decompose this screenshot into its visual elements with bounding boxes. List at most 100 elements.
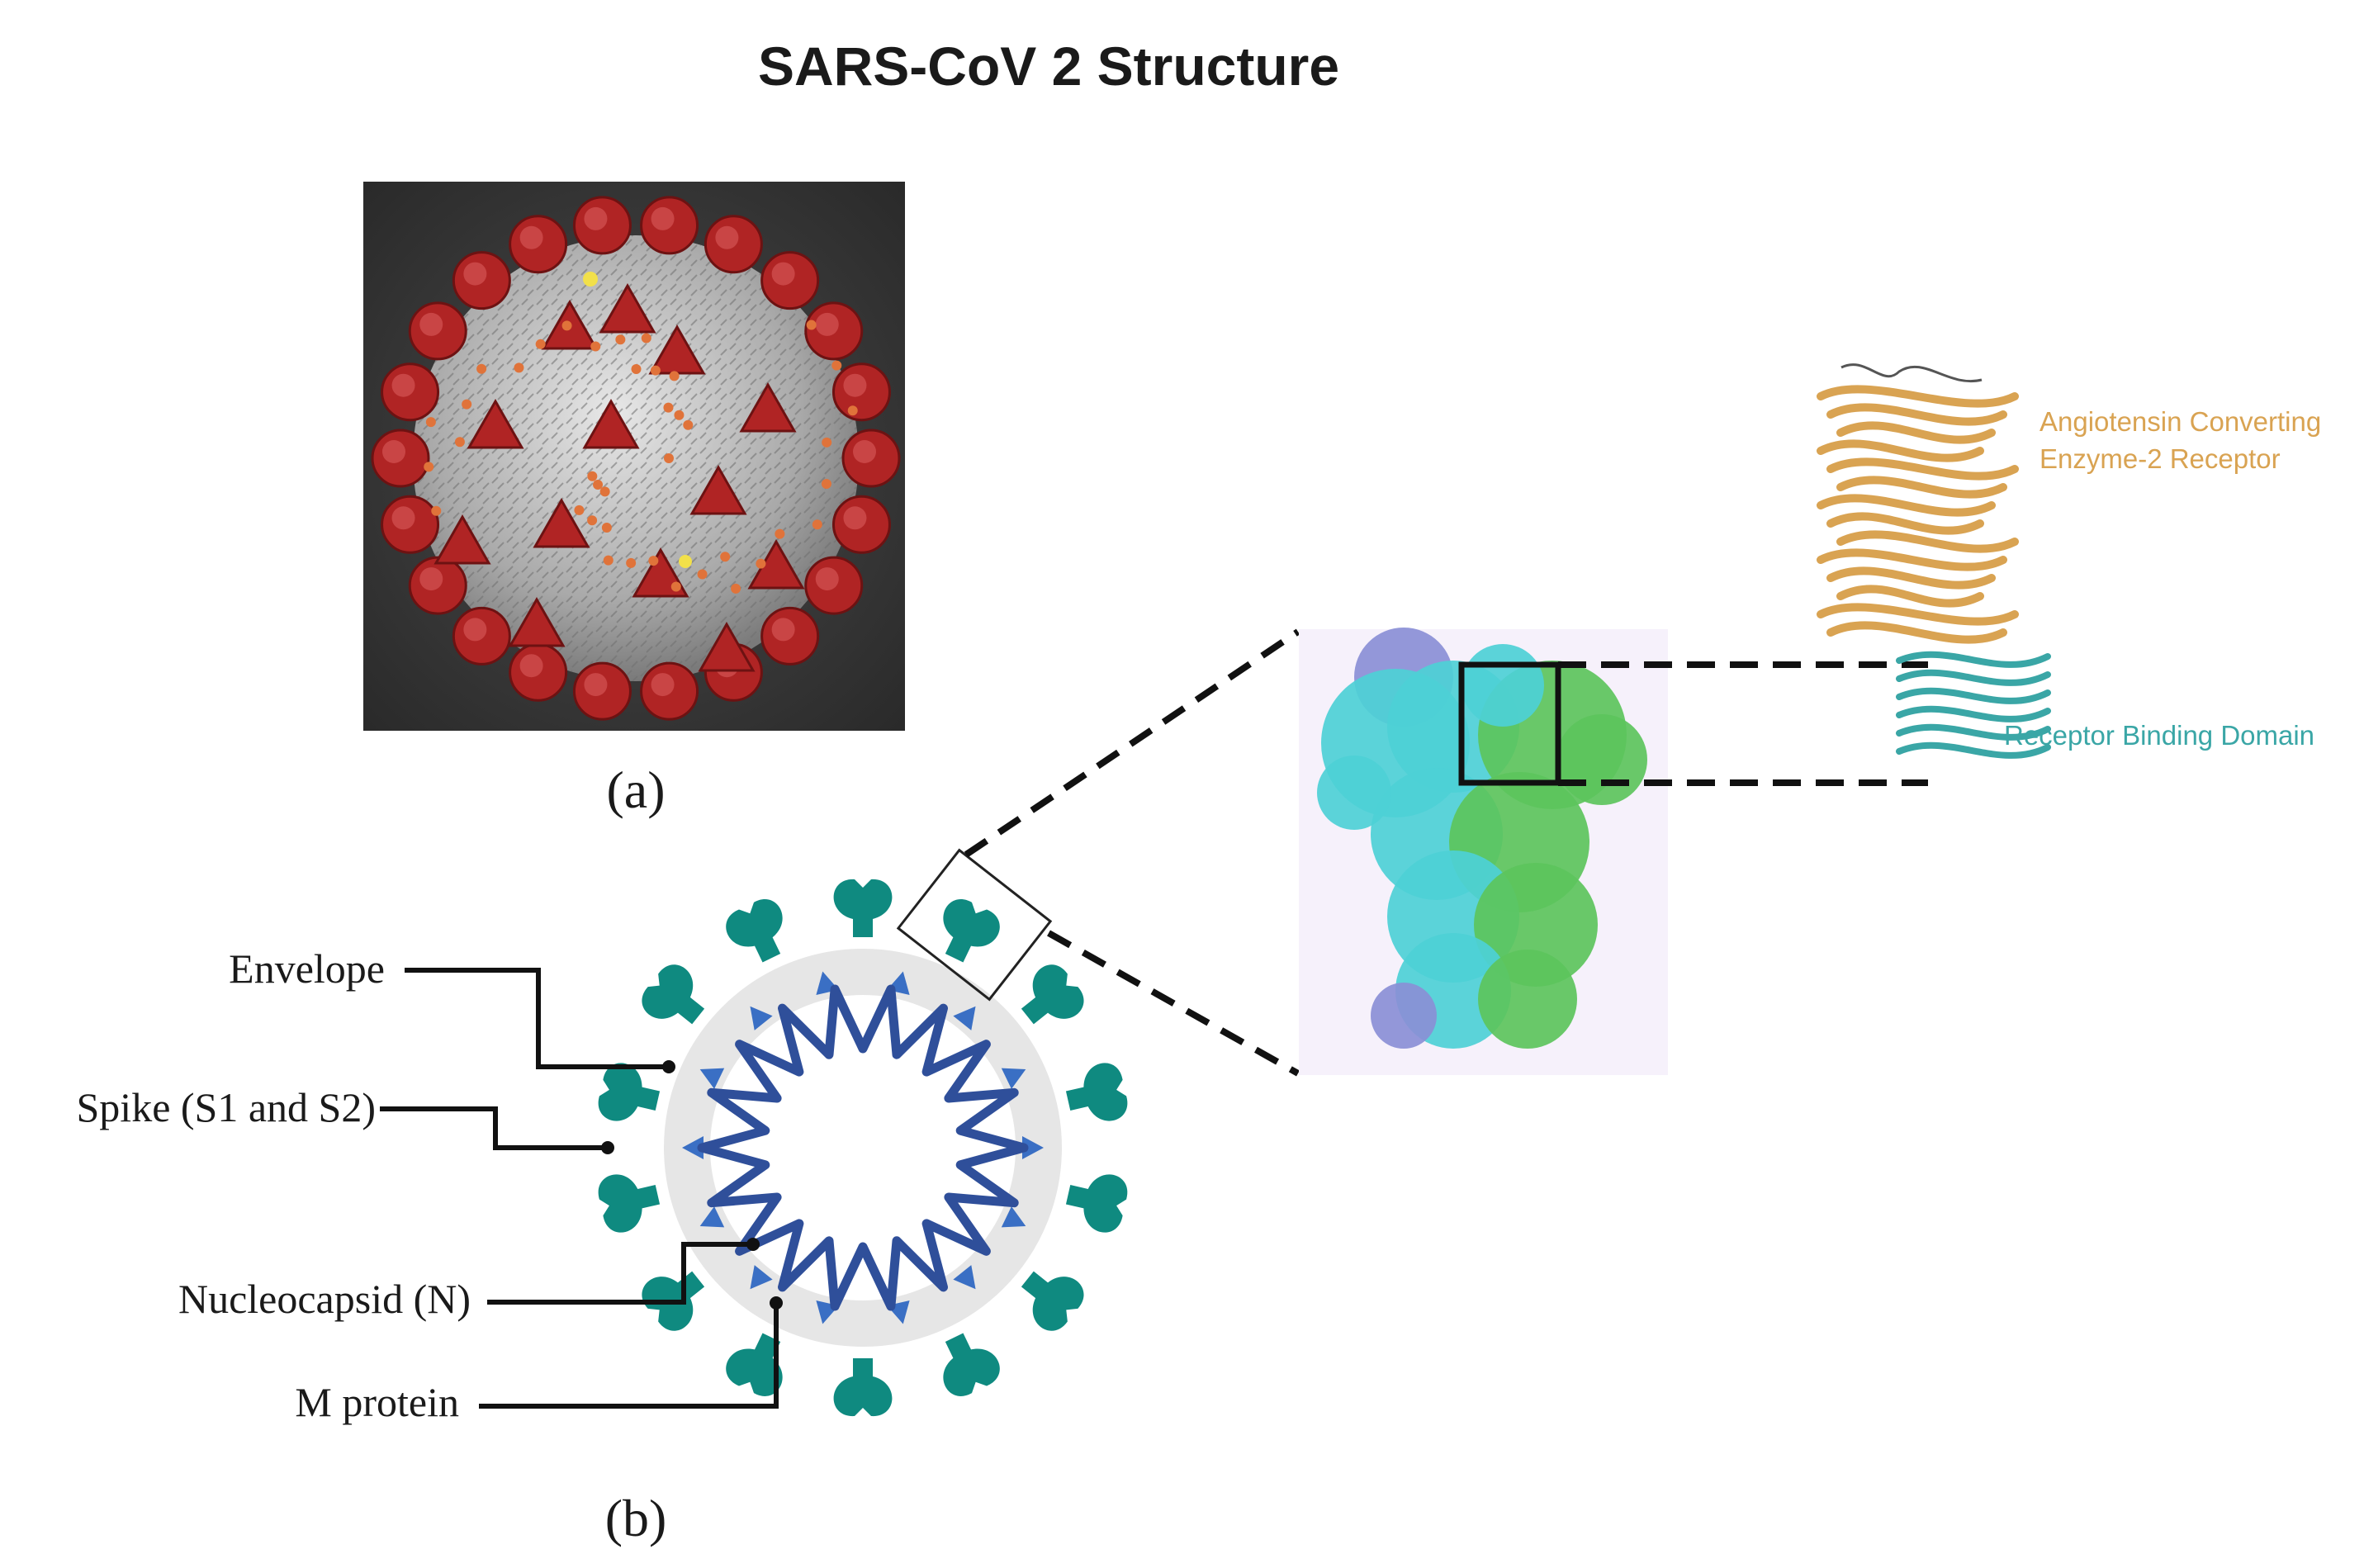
ace2-helix	[1836, 476, 2007, 499]
diagram-title: SARS-CoV 2 Structure	[758, 36, 1339, 97]
rbd-strand	[1896, 651, 2051, 668]
virion-rim-spike-highlight	[771, 618, 795, 642]
virion-yellow-dot	[679, 555, 692, 568]
virion-envelope-protein-dot	[425, 417, 436, 428]
virion-rim-spike-highlight	[519, 225, 543, 249]
trimer-domain	[1371, 983, 1437, 1049]
rbd-structure	[1896, 651, 2051, 759]
m-protein	[699, 1206, 725, 1228]
ace2-helix	[1826, 457, 2019, 481]
virion-envelope-protein-dot	[697, 569, 708, 580]
m-protein	[1001, 1068, 1026, 1089]
virion-envelope-protein-dot	[669, 371, 680, 381]
envelope-leader	[405, 968, 669, 1069]
spike-protein	[1021, 1271, 1084, 1331]
virion-face-spike	[698, 621, 756, 672]
virion-rim-spike-highlight	[843, 373, 867, 397]
trimer-domain	[1317, 756, 1391, 830]
rbd-highlight-box	[1458, 661, 1561, 786]
virion-envelope-protein-dot	[615, 334, 626, 345]
spike-protein-group	[598, 879, 1128, 1417]
m-protein	[953, 1006, 976, 1030]
rbd-strand	[1896, 669, 2051, 686]
ace2-helix	[1826, 403, 2007, 426]
spike-protein	[642, 964, 705, 1025]
virion-envelope-protein-dot	[587, 515, 598, 526]
ace2-helix	[1826, 566, 1996, 590]
virion-rim-spike-highlight	[391, 373, 415, 397]
m-protein-leader-dot	[770, 1296, 783, 1310]
zoom-line-top	[964, 628, 1300, 858]
spike-protein	[833, 1358, 893, 1417]
virion-rim-spike-highlight	[651, 206, 675, 230]
virion-envelope-protein-dot	[535, 339, 546, 349]
spike-protein	[833, 879, 893, 937]
virion-envelope-protein-dot	[663, 402, 674, 413]
virion-envelope-protein-dot	[454, 437, 465, 448]
m-protein	[682, 1136, 704, 1159]
virion-envelope-protein-dot	[631, 364, 642, 375]
m-protein	[699, 1068, 725, 1089]
m-protein	[1022, 1136, 1044, 1159]
trimer-domain	[1556, 714, 1647, 805]
m-protein-group	[682, 971, 1044, 1324]
rbd-label: Receptor Binding Domain	[2004, 720, 2314, 751]
virion-surface-texture	[413, 235, 859, 681]
m-protein	[750, 1006, 773, 1030]
virion-spike-group	[371, 196, 901, 721]
spike-protein	[943, 1333, 1000, 1396]
virion-envelope-protein-dot	[514, 362, 524, 373]
virion-envelope-protein-dot	[593, 479, 604, 490]
virion-envelope-protein-dot	[587, 471, 598, 481]
spike-label: Spike (S1 and S2)	[77, 1084, 377, 1130]
virion-rim-spike-highlight	[463, 262, 487, 286]
rbd-strand	[1896, 723, 2051, 741]
nucleocapsid-label: Nucleocapsid (N)	[178, 1276, 471, 1322]
virion-envelope-protein-dot	[424, 462, 434, 472]
envelope-label: Envelope	[229, 945, 385, 992]
zoom-line-bottom	[1047, 930, 1300, 1077]
spike-protein	[598, 1174, 661, 1233]
virion-envelope-protein-dot	[683, 419, 694, 430]
spike-protein	[642, 1271, 705, 1331]
virion-envelope-protein-dot	[822, 437, 832, 448]
virion-envelope-protein-dot	[476, 363, 487, 374]
virion-envelope-protein-dot	[756, 558, 766, 569]
envelope-leader-dot	[662, 1060, 675, 1073]
virion-illustration	[363, 182, 905, 731]
virion-rim-spike-highlight	[815, 567, 839, 591]
panel-label-b: (b)	[605, 1489, 667, 1547]
virion-face-spike	[533, 497, 590, 548]
m-protein-leader	[479, 1303, 779, 1409]
m-protein-label: M protein	[295, 1379, 459, 1425]
m-protein	[1001, 1206, 1026, 1228]
virion-rim-spike-highlight	[584, 673, 608, 697]
virion-rim-spike-highlight	[382, 440, 405, 463]
virion-rim-spike-highlight	[771, 262, 795, 286]
spike-protein	[1065, 1063, 1128, 1121]
spike-trimer-structure	[1317, 628, 1647, 1049]
ace2-helix	[1817, 548, 2007, 571]
nucleocapsid-leader	[487, 1242, 753, 1305]
virion-envelope-protein-dot	[601, 522, 612, 533]
ace2-helix	[1817, 385, 2019, 408]
virion-envelope-protein-dot	[648, 556, 659, 566]
virion-envelope-protein-dot	[847, 405, 858, 416]
spike-protein	[1065, 1174, 1128, 1233]
virion-face-spike	[433, 514, 491, 565]
trimer-domain	[1478, 950, 1577, 1049]
virion-envelope-protein-dot	[561, 320, 572, 331]
panel-label-a: (a)	[606, 760, 665, 819]
rna-coil	[697, 984, 1029, 1311]
spike-protein	[726, 1333, 783, 1396]
ace2-label-line1: Angiotensin Converting	[2039, 406, 2321, 437]
rbd-strand	[1896, 687, 2051, 704]
virus-schematic	[598, 879, 1128, 1417]
spike-zoom-box	[896, 848, 1053, 1002]
envelope-ring	[664, 949, 1062, 1347]
spike-leader	[380, 1106, 608, 1150]
virion-face-spike	[582, 398, 640, 449]
ace2-helix	[1817, 494, 1996, 517]
virion-rim-spike-highlight	[419, 567, 443, 591]
virion-envelope-protein-dot	[664, 453, 674, 463]
